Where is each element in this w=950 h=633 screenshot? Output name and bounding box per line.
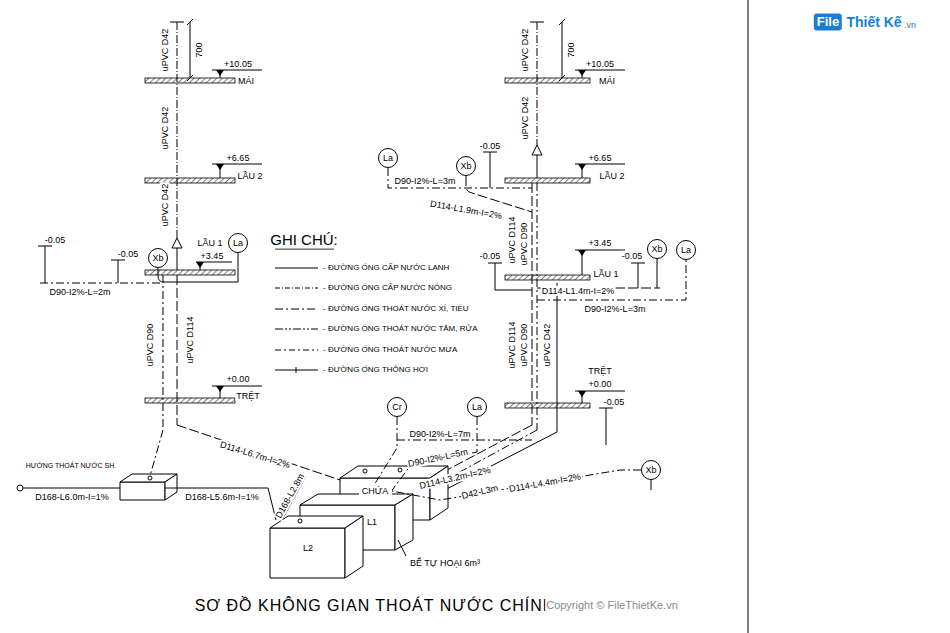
fixture-circle: Xb [641,460,661,480]
fixture-circle: La [467,397,487,417]
label-text: D90-I2%-L=3m [584,304,647,314]
pipe-label: D90-I2%-L=5m [406,446,470,469]
fixture-circle: Xb [148,248,168,268]
pipe-label: D114-L4.4m-I=2% [507,471,582,494]
level-markers [196,70,625,403]
label-text: +10.05 [223,59,253,69]
label-text: D168-L6.0m-I=1% [34,492,109,502]
legend-text: - ĐƯỜNG ỐNG THOÁT NƯỚC MƯA [322,345,458,354]
label-text: +0.00 [588,379,613,389]
label-text: uPVC D42 [520,96,530,141]
legend-text: - ĐƯỜNG ỐNG THÔNG HƠI [322,365,429,374]
fixture-circle: La [378,148,398,168]
label-text: D90-I2%-L=3m [394,176,457,186]
label-text: D114-L6.7m-I=2% [218,439,292,471]
label-text: LẦU 1 [196,238,223,248]
fixture-circle: Xb [647,239,667,259]
fixture-circle: Cr [387,397,407,417]
node-text: L2 [303,543,313,553]
label-text: MÁI [598,76,616,86]
drain-pipe [375,417,397,484]
label-text: 700 [566,41,576,58]
label-text: +3.45 [588,238,613,248]
label-text: uPVC D42 [542,323,552,368]
node-text: Xb [152,253,163,263]
label-text: +0.00 [226,374,251,384]
label-text: +6.65 [588,153,613,163]
node-text: Xb [645,465,656,475]
label-text: uPVC D90 [519,222,529,267]
legend-text: - ĐƯỜNG ỐNG CẤP NƯỚC LẠNH [322,263,450,272]
label-text: uPVC D114 [507,216,517,265]
label-text: D114-L1.9m-I=2% [428,198,503,221]
label-text: uPVC D90 [519,323,529,368]
label-text: +10.05 [585,59,615,69]
node-text: La [681,245,691,255]
label-text: D114-L1.4m-I=2% [541,286,616,296]
tank-compartment: L2 [300,541,317,556]
legend-text: - ĐƯỜNG ỐNG CẤP NƯỚC NÓNG [322,283,453,292]
tank-compartment: CHỨA [359,484,392,499]
label-text: uPVC D114 [185,316,195,365]
node-text: Xb [651,244,662,254]
fixture-circle: Xb [456,156,476,176]
label-text: +6.65 [226,153,251,163]
fixture-circle: La [676,240,696,260]
label-text: Thiết Kế [845,14,902,30]
label-text: D90-I2%-L=2m [49,287,112,297]
node-text: La [383,153,393,163]
label-text: -0.05 [479,141,502,151]
label-text: D168-L2.8m [273,471,307,521]
label-text: -0.05 [117,249,140,259]
label-text: MÁI [237,76,255,86]
label-text: +3.45 [200,251,225,261]
tank-compartment: L1 [364,515,381,530]
label-text: -0.05 [621,251,644,261]
manhole [17,474,306,520]
label-text: HƯỚNG THOÁT NƯỚC SH [25,462,116,470]
label-text: .vn [903,20,917,30]
label-text: LẦU 1 [592,269,619,279]
label-text: D90-I2%-L=7m [409,429,472,439]
label-text: uPVC D42 [160,28,170,73]
floor-slabs [145,78,590,408]
node-text: La [472,402,482,412]
label-text: uPVC D90 [145,323,155,368]
node-text: Cr [392,402,402,412]
node-text: L1 [367,517,377,527]
label-text: uPVC D42 [520,28,530,73]
label-text: LẦU 2 [598,171,625,181]
label-text: TRỆT [235,391,261,401]
label-text: D168-L5.6m-I=1% [184,492,259,502]
fixture-circle: La [228,233,248,253]
label-text: uPVC D114 [507,321,517,370]
node-text: Xb [460,161,471,171]
label-text: 700 [194,41,204,58]
label-text: -0.05 [479,251,502,261]
right-stack [388,19,686,494]
label-text: D42-L3m [460,483,500,502]
label-text: -0.05 [603,397,626,407]
label-text: BỂ TỰ HOẠI 6m³ [409,558,481,568]
label-text: TRỆT [587,366,613,376]
node-text: CHỨA [362,486,389,496]
legend-text: - ĐƯỜNG ỐNG THOÁT NƯỚC XÍ, TIỂU [322,304,470,313]
diagram-title: SƠ ĐỒ KHÔNG GIAN THOÁT NƯỚC CHÍNH [194,597,557,615]
label-text: GHI CHÚ: [269,231,339,248]
node-text: La [233,238,243,248]
label-text: uPVC D42 [160,183,170,228]
left-stack [38,19,340,480]
label-text: LẦU 2 [236,171,263,181]
label-text: -0.05 [44,235,67,245]
legend-text: - ĐƯỜNG ỐNG THOÁT NƯỚC TẮM, RỬA [322,324,479,333]
sheet-border [748,0,749,633]
label-text: uPVC D42 [160,106,170,151]
label-text: File [814,14,842,31]
leader-line [398,540,406,556]
label-text: Copyright © FileThietKe.vn [545,599,679,612]
